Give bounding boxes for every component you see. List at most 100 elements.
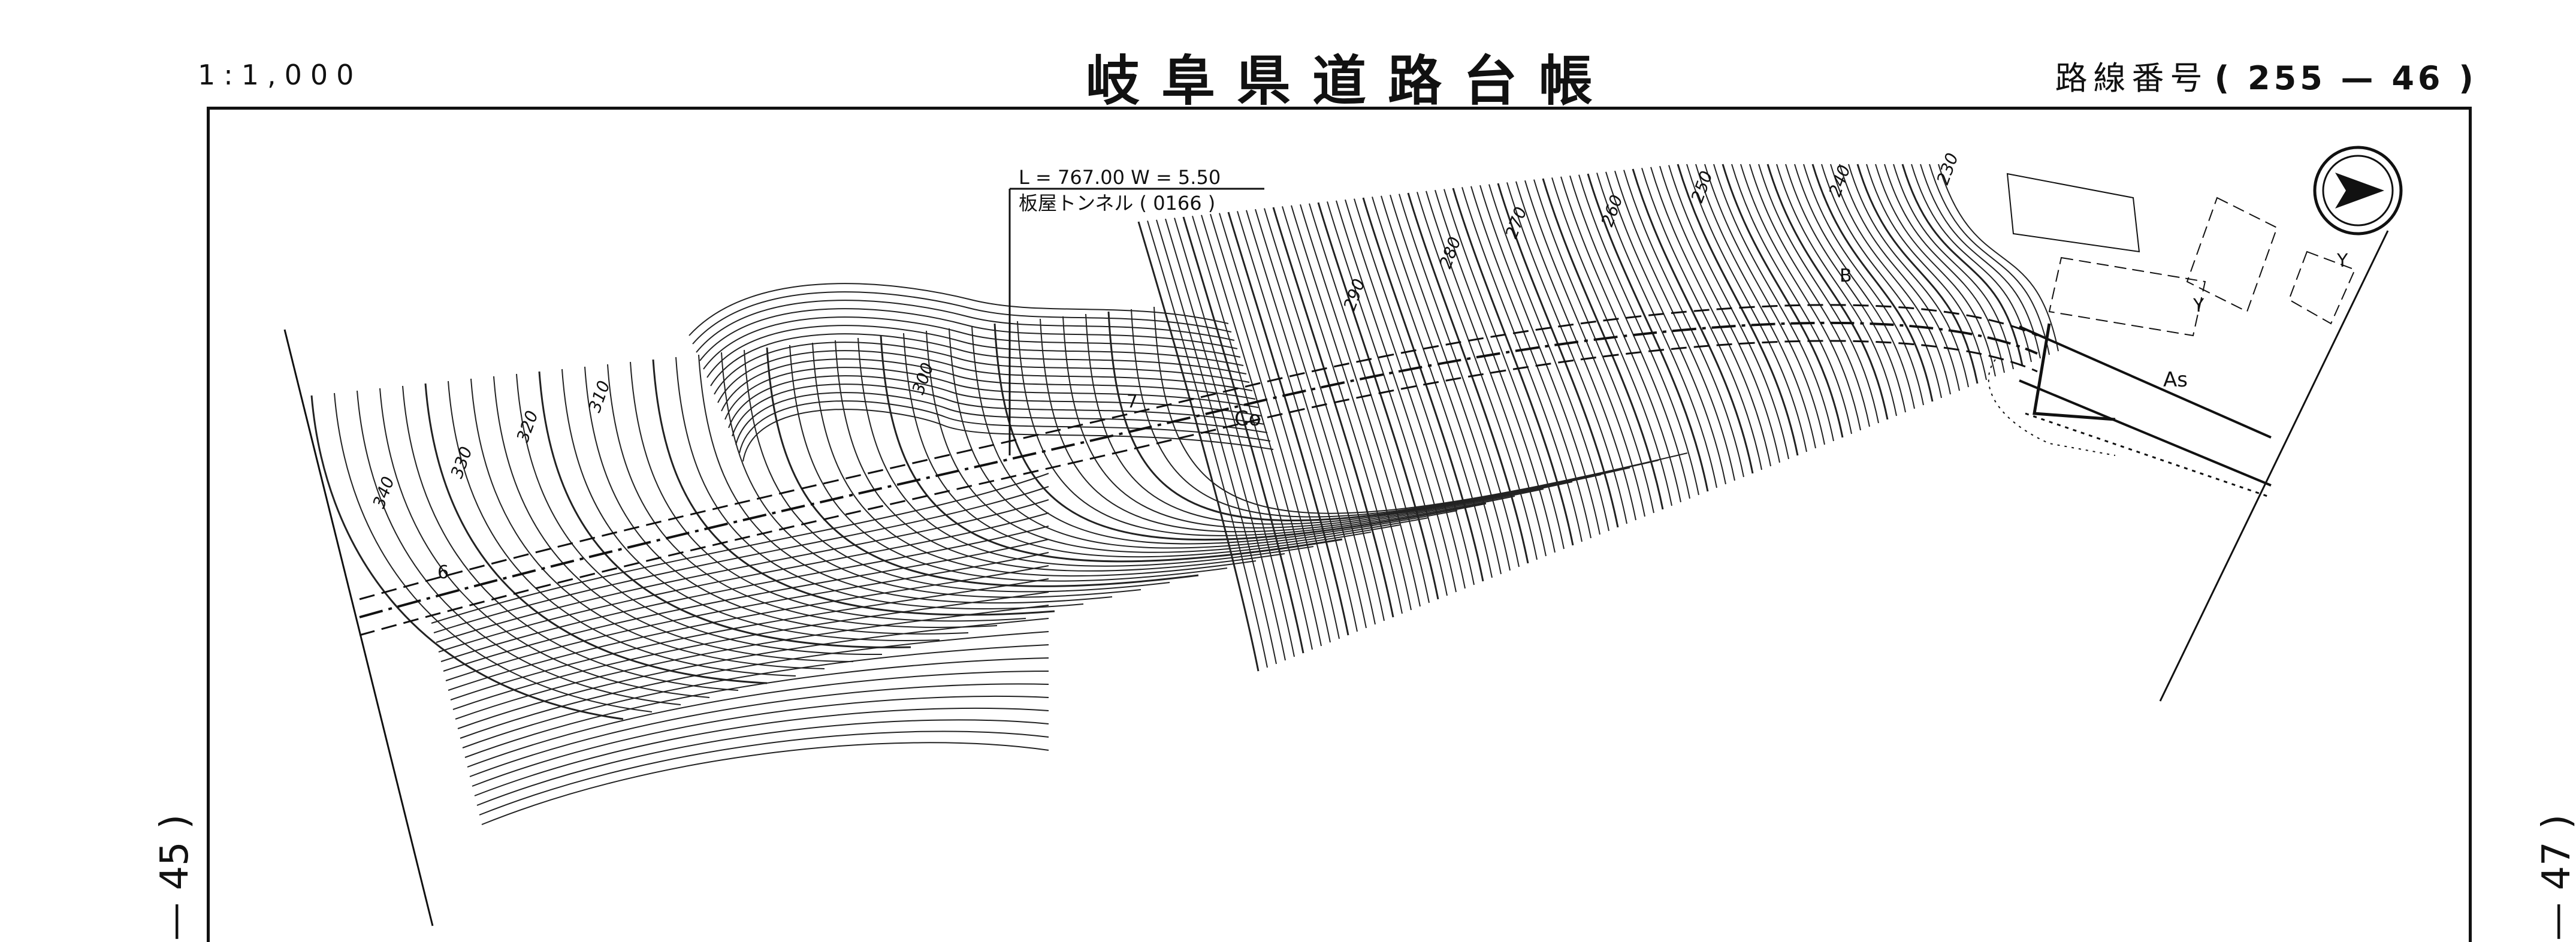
contour-line: [1848, 164, 1969, 388]
contour-line: [1758, 164, 1879, 424]
contour-line: [1192, 216, 1313, 650]
contour-line: [1911, 164, 2032, 363]
contour-line: [538, 371, 911, 648]
contour-line: [1677, 164, 1799, 456]
contour-line: [903, 333, 1372, 558]
contour-line: [1327, 201, 1448, 596]
contour-line: [443, 539, 1049, 672]
contour-line: [1533, 179, 1654, 514]
contour-line: [880, 335, 1343, 563]
contour-line: [1713, 164, 1834, 442]
contour-line: [1354, 198, 1475, 585]
contour-line: [1938, 164, 2059, 352]
contour-line: [703, 316, 1241, 370]
contour-line: [675, 357, 1084, 610]
contour-line: [728, 375, 1262, 428]
contour-line: [334, 393, 653, 712]
contour-line: [857, 337, 1314, 567]
contour-line: [1551, 177, 1672, 506]
contour-line: [1345, 199, 1466, 589]
contour-line: [1785, 164, 1906, 413]
contour-line: [717, 350, 1253, 403]
buildings: [2006, 173, 2356, 337]
contour-line: [431, 473, 1049, 624]
contour-line: [1659, 165, 1780, 463]
north-arrow-icon: [2313, 146, 2403, 236]
contour-line: [1560, 176, 1681, 503]
contour-line: [1210, 213, 1331, 643]
contour-line: [1929, 164, 2050, 355]
contour-line: [1623, 170, 1744, 478]
contour-line: [732, 384, 1265, 437]
contour-line: [1156, 219, 1277, 665]
contour-line: [993, 323, 1487, 541]
contour-line: [971, 325, 1458, 545]
contour-line: [710, 333, 1247, 387]
contour-line: [1920, 164, 2041, 359]
contour-line: [472, 695, 1049, 787]
contour-line: [1695, 164, 1816, 449]
contour-line: [1866, 164, 1987, 381]
contour-line: [464, 657, 1049, 758]
contour-lines: [310, 164, 2059, 825]
contour-line: [310, 395, 624, 720]
contour-line: [1137, 221, 1260, 672]
contour-line: [1255, 209, 1376, 625]
contour-elevation-label: 250: [1687, 168, 1717, 206]
road-edge-lower: [359, 340, 2038, 636]
contour-line: [1062, 316, 1573, 529]
contour-line: [1246, 210, 1367, 629]
contour-line: [561, 369, 940, 641]
contour-line: [1794, 164, 1915, 409]
contour-line: [714, 342, 1250, 395]
contour-line: [699, 308, 1238, 361]
tunnel-name: 板屋トンネル ( 0166 ): [1019, 192, 1215, 215]
contour-line: [457, 618, 1049, 729]
contour-line: [1650, 167, 1771, 467]
contour-line: [1227, 212, 1349, 636]
contour-line: [1731, 164, 1852, 434]
contour-line: [1605, 171, 1726, 485]
contour-line: [1201, 215, 1322, 647]
contour-line: [1131, 309, 1659, 518]
contour-line: [1811, 164, 1934, 402]
contour-line: [724, 367, 1259, 420]
contour-line: [1749, 164, 1870, 427]
guardrail: [2025, 412, 2272, 499]
route-number-value: ( 255 — 46 ): [2214, 59, 2477, 97]
contour-line: [1417, 192, 1538, 560]
contour-line: [1766, 164, 1889, 420]
contour-elevation-label: 230: [1933, 150, 1962, 188]
contour-line: [706, 325, 1244, 378]
contour-line: [1524, 180, 1645, 517]
contour-line: [1017, 321, 1515, 536]
contour-elevation-label: 320: [513, 408, 542, 445]
contour-line: [1515, 181, 1636, 521]
sheet-boundary-right: [2159, 230, 2389, 702]
contour-line: [1632, 168, 1754, 474]
contour-line: [1407, 192, 1529, 564]
contour-line: [476, 719, 1049, 806]
contour-line: [1488, 184, 1609, 532]
contour-line: [1856, 164, 1979, 384]
contour-line: [607, 364, 998, 628]
contour-line: [1362, 197, 1484, 582]
map-scale: 1:1,000: [198, 59, 363, 91]
contour-line: [1821, 164, 1942, 398]
contour-line: [474, 707, 1049, 796]
contour-line: [1830, 164, 1951, 395]
contour-line: [1336, 200, 1457, 593]
tunnel-portal: [1988, 323, 2116, 456]
contour-line: [735, 392, 1268, 445]
contour-line: [1237, 211, 1358, 632]
contour-line: [467, 671, 1049, 768]
contour-line: [766, 347, 1199, 587]
contour-line: [1740, 164, 1861, 431]
contour-line: [1722, 164, 1844, 438]
contour-line: [688, 283, 1229, 336]
contour-line: [812, 342, 1257, 577]
point-label: Y: [2336, 250, 2348, 271]
contour-line: [438, 512, 1049, 653]
